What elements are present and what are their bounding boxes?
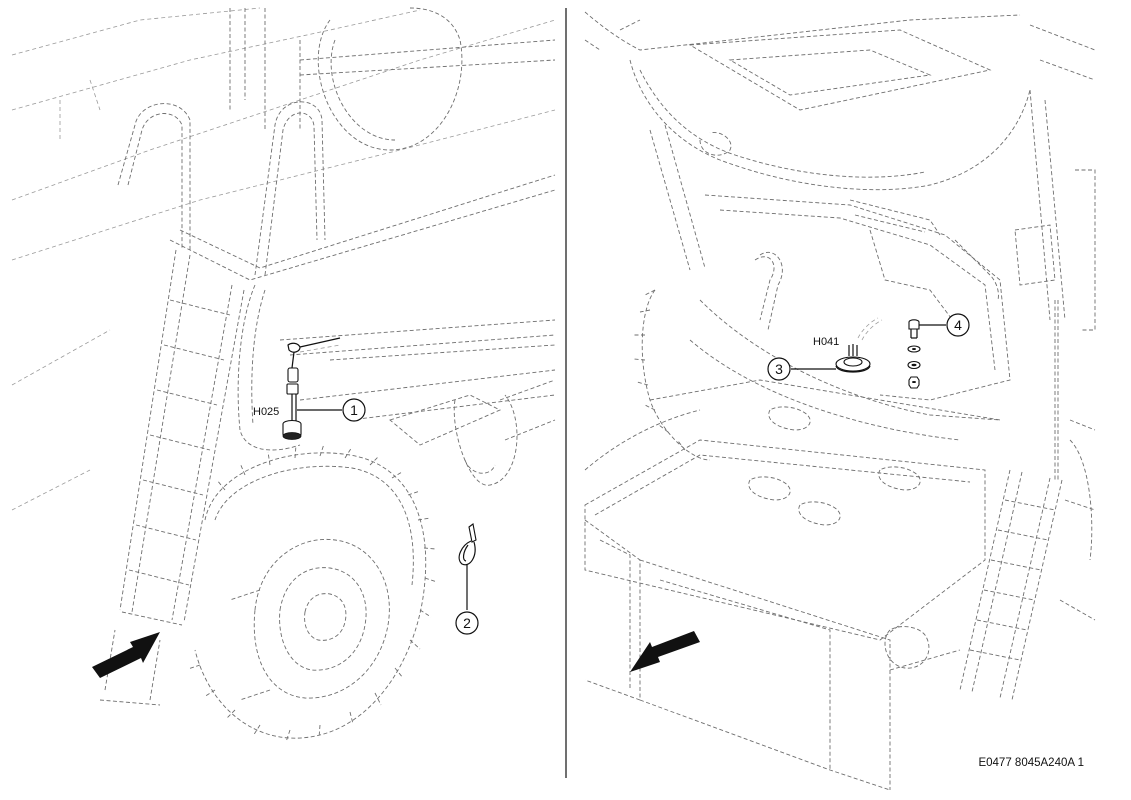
callout-2: 2 <box>455 611 479 635</box>
callout-1: 1 <box>297 398 366 422</box>
callout-4: 4 <box>919 313 970 337</box>
left-panel-machine-view <box>11 7 556 743</box>
right-panel-machine-view <box>584 11 1096 791</box>
connector-code-h041: H041 <box>813 336 839 348</box>
callout-3: 3 <box>767 357 836 381</box>
drawing-reference-code: E0477 8045A240A 1 <box>978 757 1084 769</box>
fastener-stack <box>907 319 921 389</box>
right-direction-arrow <box>630 631 700 672</box>
callout-number-3: 3 <box>775 361 783 377</box>
callout-number-1: 1 <box>350 402 358 418</box>
left-direction-arrow <box>92 632 160 678</box>
cable-tie-part <box>458 523 477 610</box>
callout-number-4: 4 <box>954 317 962 333</box>
connector-label-h025: H025 <box>253 406 279 418</box>
callout-number-2: 2 <box>463 615 471 631</box>
right-connector-assembly <box>835 317 883 373</box>
connector-code-h025: H025 <box>253 406 279 418</box>
connector-label-h041: H041 <box>813 336 839 348</box>
left-connector-assembly <box>282 337 341 440</box>
